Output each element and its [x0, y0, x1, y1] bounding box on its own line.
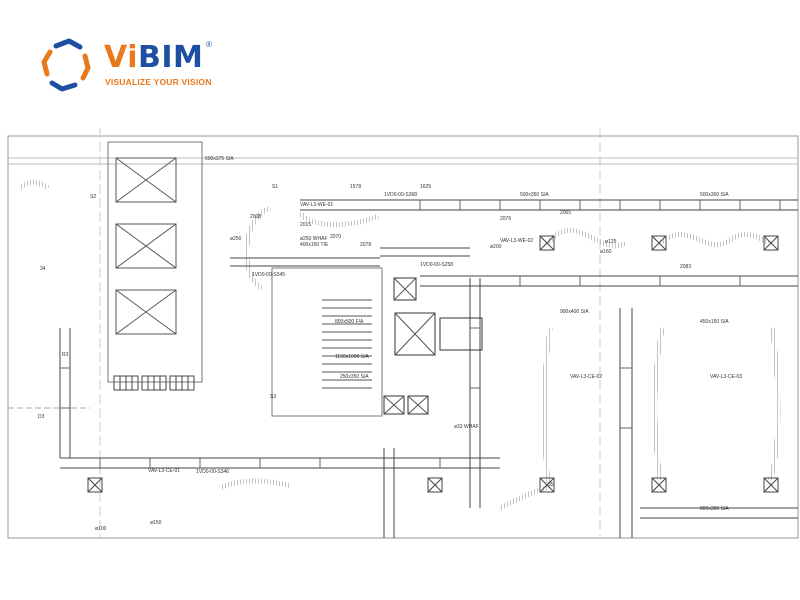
- flex-duct: [243, 205, 272, 291]
- plan-label: 2015: [300, 222, 311, 228]
- duct-main: [59, 199, 798, 538]
- flex-duct: [658, 231, 770, 248]
- plan-label: S1: [272, 184, 278, 190]
- plan-label: D3: [38, 414, 45, 420]
- ahu-unit: [394, 312, 436, 356]
- equipment: [407, 395, 429, 415]
- plan-label: 1578: [350, 184, 361, 190]
- plan-label: R3: [62, 352, 69, 358]
- ahu-unit: [439, 317, 483, 351]
- duct-joints: [60, 200, 781, 468]
- plan-label: 800x300 S/A: [700, 506, 729, 512]
- plan-label: 35: [548, 482, 554, 488]
- plan-label: 400x150 T/E: [300, 242, 329, 248]
- plan-label: ø32 WHAF: [454, 424, 479, 430]
- plan-label: ø100: [95, 526, 107, 532]
- plan-label: 450x150 S/A: [700, 319, 729, 325]
- brand-tagline: VISUALIZE YOUR VISION: [105, 77, 212, 87]
- flex-duct: [297, 211, 379, 228]
- flex-duct: [541, 327, 553, 484]
- plan-label: 1VD0-00-S368: [384, 192, 417, 198]
- plan-label: 900x400 S/A: [560, 309, 589, 315]
- shaft: [115, 289, 177, 335]
- plan-label: ø250: [230, 236, 242, 242]
- grilles: [113, 375, 195, 391]
- flex-duct: [546, 227, 627, 249]
- plan-label: 1VD0-00-S258: [420, 262, 453, 268]
- equipment: [383, 395, 405, 415]
- plan-label: S3: [270, 394, 276, 400]
- wall-outline: [7, 135, 799, 539]
- brand-name: ViBIM: [104, 40, 204, 75]
- core-block: [107, 141, 203, 383]
- plan-label: 1VD0-00-S346: [196, 469, 229, 475]
- plan-label: 2076: [500, 216, 511, 222]
- plan-label: VAV-L3-CE-01: [148, 468, 180, 474]
- plan-label: 600x375 S/A: [205, 156, 234, 162]
- shaft: [115, 223, 177, 269]
- vibim-logo-icon: [41, 38, 91, 92]
- diffusers: [87, 235, 779, 493]
- flex-duct: [18, 179, 50, 191]
- plan-label: VAV-L3-WE-02: [500, 238, 533, 244]
- equipment: [393, 277, 417, 301]
- plan-label: 34: [40, 266, 46, 272]
- stair-treads: [322, 299, 372, 389]
- plan-label: 2008: [250, 214, 261, 220]
- registered-mark: ®: [206, 40, 212, 49]
- plan-label: 1VD0-00-S345: [252, 272, 285, 278]
- plan-label: 2078: [360, 242, 371, 248]
- flex-duct: [652, 327, 665, 481]
- plan-label: 500x300 S/A: [700, 192, 729, 198]
- plan-label: 2065: [560, 210, 571, 216]
- plan-label: S2: [90, 194, 96, 200]
- plan-label: VAV-L3-WE-01: [300, 202, 333, 208]
- plan-label: 2070: [330, 234, 341, 240]
- plan-label: ø250 WHAF: [300, 236, 328, 242]
- plan-label: 500x350 S/A: [520, 192, 549, 198]
- stair-core: [271, 267, 383, 417]
- plan-label: VAV-L3-CE-03: [710, 374, 742, 380]
- plan-label: 1150x1000 S/A: [335, 354, 369, 360]
- flex-duct: [218, 478, 291, 491]
- flex-duct: [767, 327, 781, 481]
- plan-label: 250x350 S/A: [340, 374, 369, 380]
- plan-label: ø150: [150, 520, 162, 526]
- shaft: [115, 157, 177, 203]
- plan-label: 800x500 F/A: [335, 319, 364, 325]
- plan-label: ø160: [600, 249, 612, 255]
- plan-label: ø200: [490, 244, 502, 250]
- plan-label: ø125: [605, 239, 617, 245]
- flex-duct: [498, 485, 549, 511]
- plan-label: 2083: [680, 264, 691, 270]
- plan-label: VAV-L3-CE-02: [570, 374, 602, 380]
- plan-label: 1625: [420, 184, 431, 190]
